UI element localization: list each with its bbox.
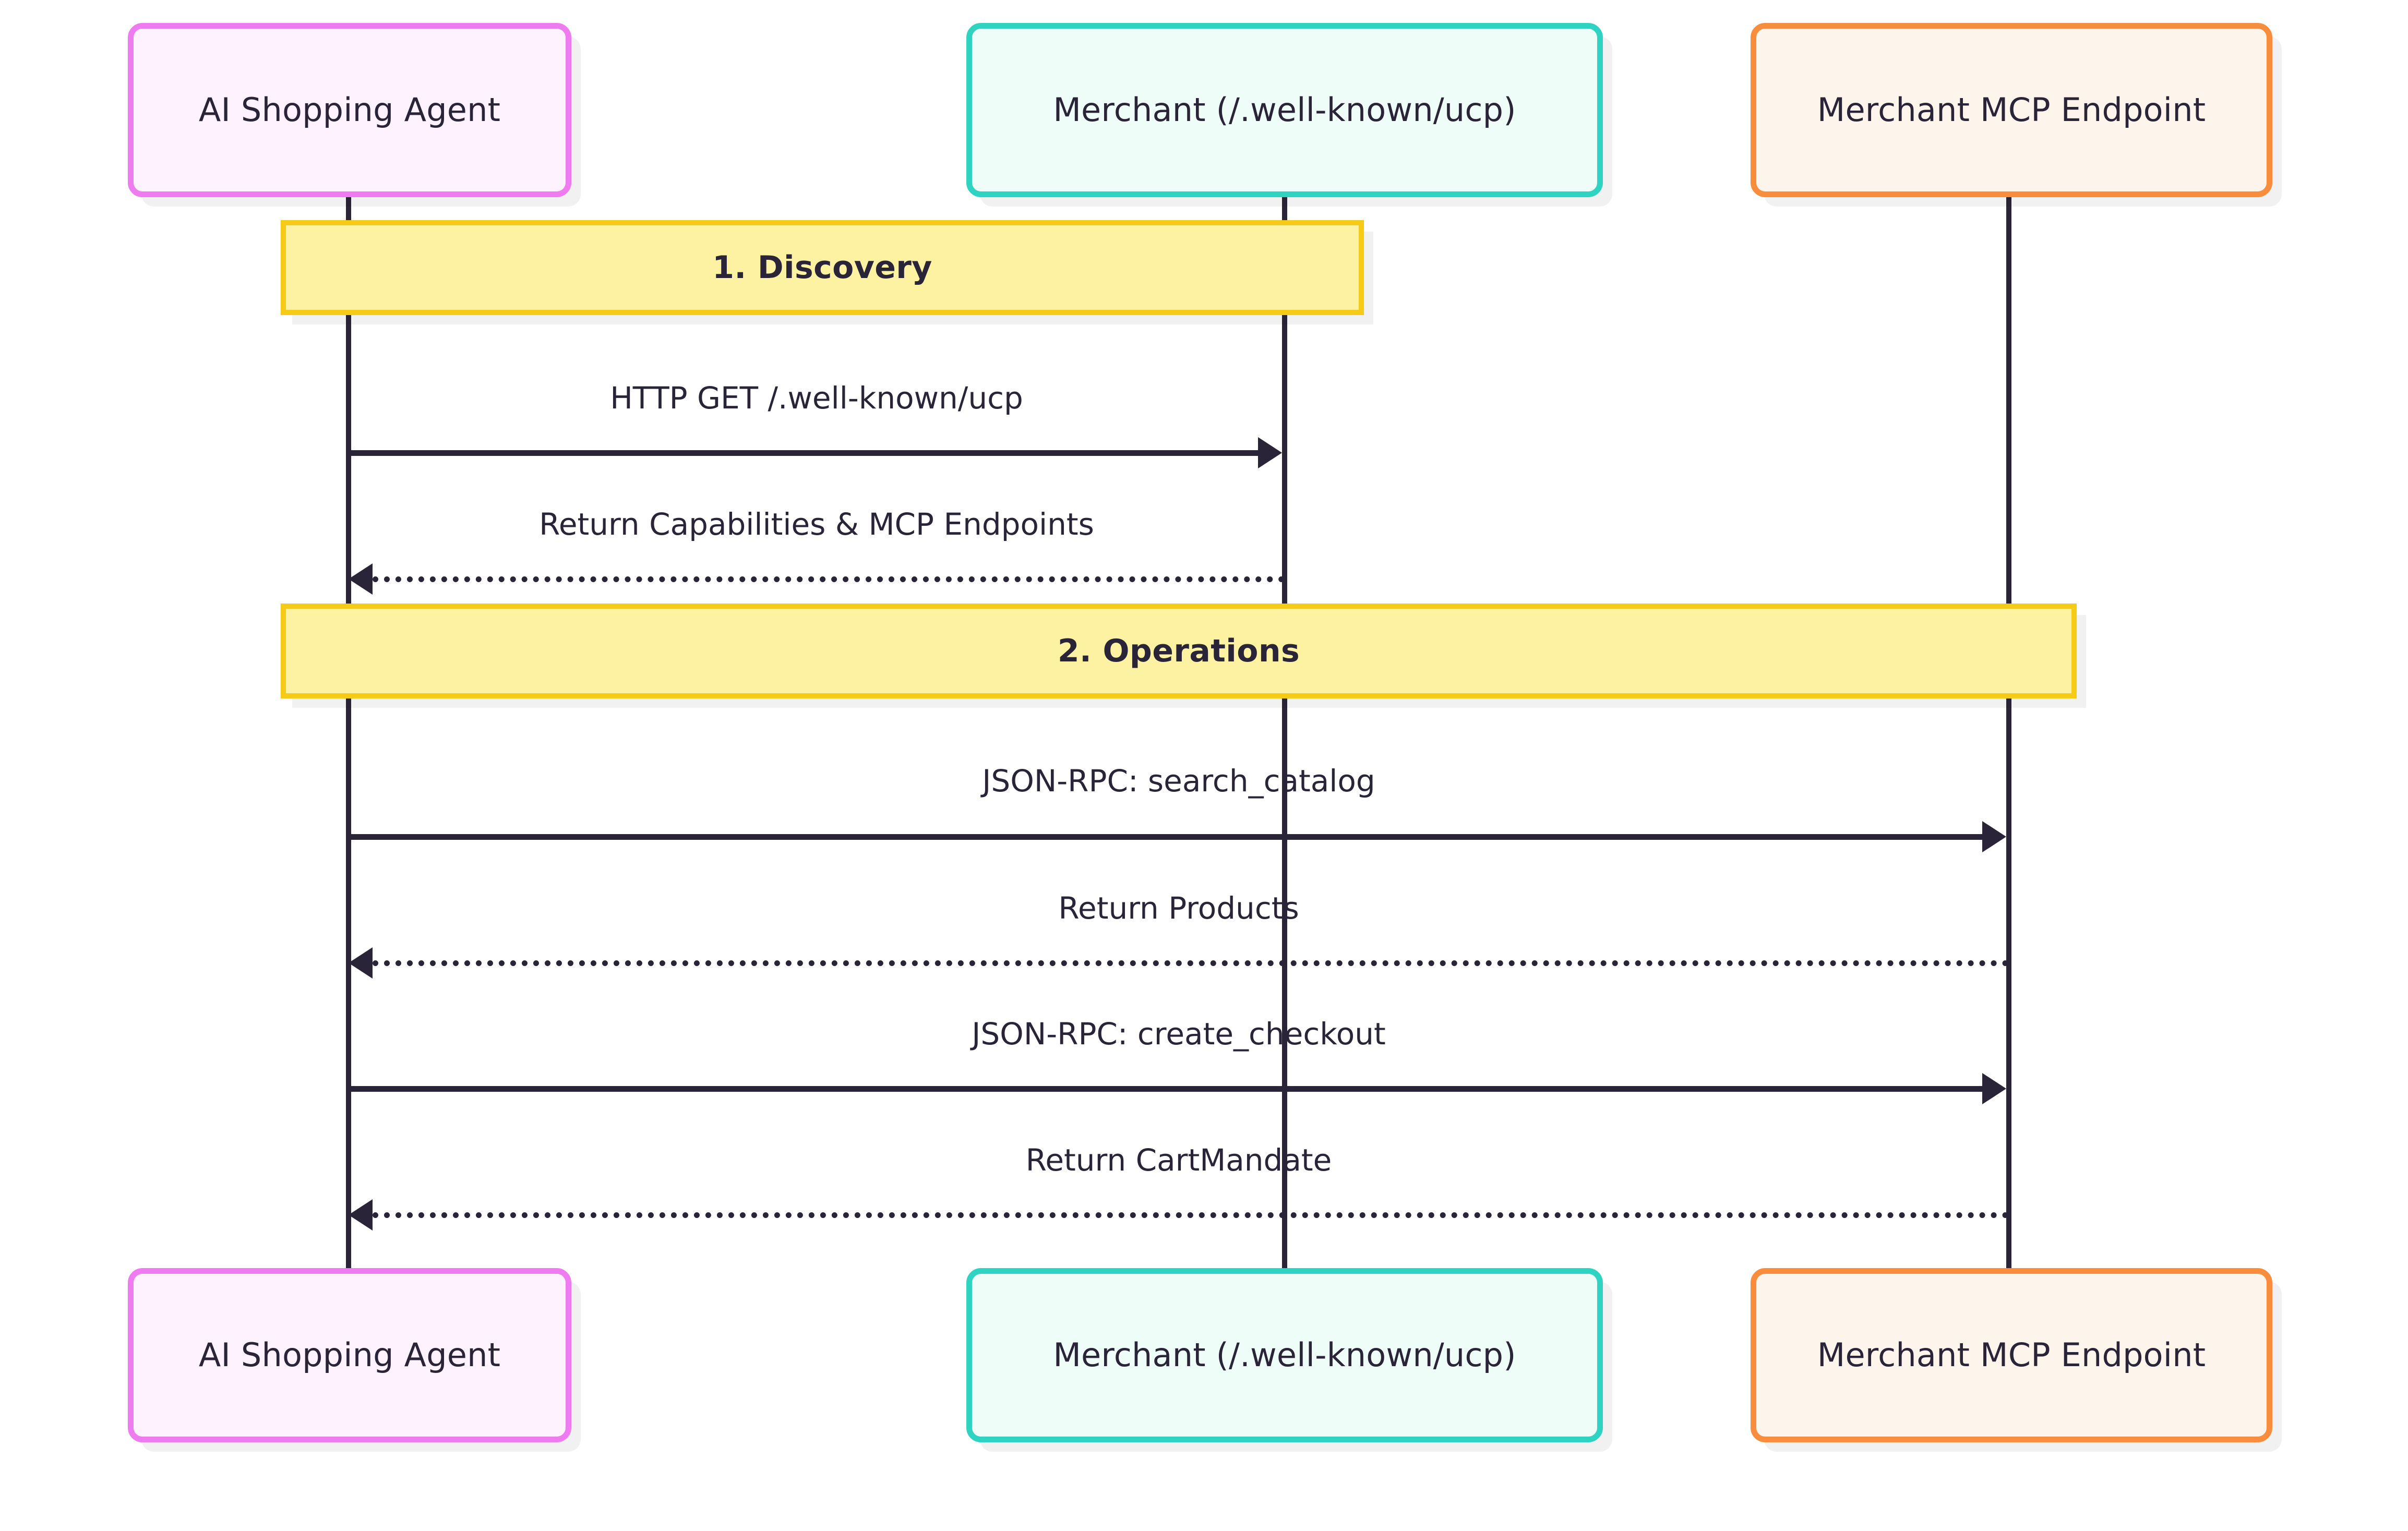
participant-mcp-top[interactable]: Merchant MCP Endpoint (1751, 23, 2272, 197)
lifeline-agent (346, 197, 351, 1268)
message-jsonrpc-search-catalog-line (349, 834, 1983, 840)
participant-agent-bottom[interactable]: AI Shopping Agent (128, 1268, 571, 1442)
participant-merchant-bottom[interactable]: Merchant (/.well-known/ucp) (966, 1268, 1603, 1442)
message-jsonrpc-create-checkout-label: JSON-RPC: create_checkout (972, 1016, 1386, 1052)
message-return-cartmandate[interactable]: Return CartMandate (0, 0, 2408, 1231)
message-return-products-line (373, 960, 2009, 966)
message-return-products[interactable]: Return Products (0, 0, 2408, 979)
message-http-get-ucp-label: HTTP GET /.well-known/ucp (610, 380, 1023, 416)
lifeline-mcp (2006, 197, 2011, 1268)
lifeline-merchant (1282, 197, 1287, 1268)
participant-agent-label-top: AI Shopping Agent (198, 91, 501, 129)
message-return-capabilities[interactable]: Return Capabilities & MCP Endpoints (0, 0, 2408, 595)
participant-agent-label-bottom: AI Shopping Agent (198, 1336, 501, 1374)
participant-merchant-label-bottom: Merchant (/.well-known/ucp) (1053, 1336, 1516, 1374)
section-band-discovery[interactable]: 1. Discovery (281, 220, 1364, 315)
message-return-cartmandate-label: Return CartMandate (1025, 1142, 1332, 1178)
participant-agent-top[interactable]: AI Shopping Agent (128, 23, 571, 197)
section-band-discovery-label: 1. Discovery (712, 249, 932, 286)
message-return-cartmandate-line (373, 1212, 2009, 1218)
message-jsonrpc-search-catalog[interactable]: JSON-RPC: search_catalog (0, 0, 2408, 852)
message-jsonrpc-create-checkout-line (349, 1086, 1983, 1092)
participant-mcp-label-bottom: Merchant MCP Endpoint (1817, 1336, 2206, 1374)
section-band-operations-label: 2. Operations (1057, 633, 1300, 669)
message-return-capabilities-line (373, 576, 1285, 582)
arrowhead-right-icon (1258, 437, 1282, 468)
message-http-get-ucp-line (349, 450, 1259, 456)
message-jsonrpc-create-checkout[interactable]: JSON-RPC: create_checkout (0, 0, 2408, 1104)
arrowhead-right-icon (1982, 821, 2006, 852)
participant-mcp-bottom[interactable]: Merchant MCP Endpoint (1751, 1268, 2272, 1442)
message-return-products-label: Return Products (1058, 890, 1299, 926)
arrowhead-right-icon (1982, 1073, 2006, 1104)
arrowhead-left-icon (349, 563, 373, 595)
participant-merchant-label-top: Merchant (/.well-known/ucp) (1053, 91, 1516, 129)
message-return-capabilities-label: Return Capabilities & MCP Endpoints (539, 507, 1094, 542)
arrowhead-left-icon (349, 1199, 373, 1231)
arrowhead-left-icon (349, 947, 373, 979)
message-http-get-ucp[interactable]: HTTP GET /.well-known/ucp (0, 0, 2408, 468)
message-jsonrpc-search-catalog-label: JSON-RPC: search_catalog (982, 763, 1375, 799)
section-band-operations[interactable]: 2. Operations (281, 604, 2077, 698)
participant-mcp-label-top: Merchant MCP Endpoint (1817, 91, 2206, 129)
participant-merchant-top[interactable]: Merchant (/.well-known/ucp) (966, 23, 1603, 197)
